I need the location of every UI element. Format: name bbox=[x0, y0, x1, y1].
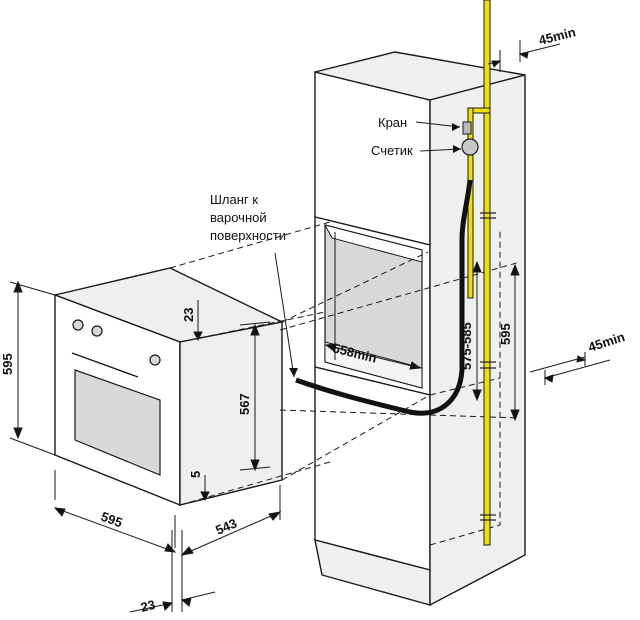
cabinet bbox=[314, 51, 526, 607]
leader-lines bbox=[274, 121, 462, 378]
dimension-lines bbox=[9, 40, 611, 613]
dim-top-gap: 23 bbox=[181, 308, 196, 322]
tap-icon bbox=[462, 121, 472, 135]
dim-front-offset: 23 bbox=[139, 597, 157, 615]
oven-door-window bbox=[74, 369, 161, 476]
label-tap: Кран bbox=[378, 115, 407, 130]
gas-pipe-vertical bbox=[483, 0, 491, 546]
dim-oven-height: 595 bbox=[0, 353, 15, 375]
dim-oven-width: 595 bbox=[99, 509, 125, 531]
label-meter: Счетик bbox=[371, 143, 413, 158]
dim-niche-outer-height: 595 bbox=[498, 323, 513, 345]
knob-icon bbox=[72, 319, 84, 331]
knob-icon bbox=[91, 325, 103, 337]
cabinet-upper-front bbox=[314, 71, 431, 246]
dim-niche-height-range: 575-585 bbox=[459, 322, 474, 370]
hose bbox=[295, 179, 473, 416]
label-hose-line1: Шланг к bbox=[210, 192, 258, 207]
cabinet-lower-front bbox=[314, 366, 431, 571]
dim-oven-depth: 543 bbox=[213, 515, 239, 537]
oven bbox=[52, 267, 285, 507]
dim-bottom-gap: 5 bbox=[188, 471, 203, 478]
dim-inner-height: 567 bbox=[237, 393, 252, 415]
gas-meter-icon bbox=[461, 138, 479, 156]
dim-clearance-side: 45min bbox=[586, 329, 626, 355]
label-hose-line3: поверхности bbox=[210, 228, 286, 243]
label-hose-line2: варочной bbox=[210, 210, 267, 225]
knob-icon bbox=[149, 354, 161, 366]
